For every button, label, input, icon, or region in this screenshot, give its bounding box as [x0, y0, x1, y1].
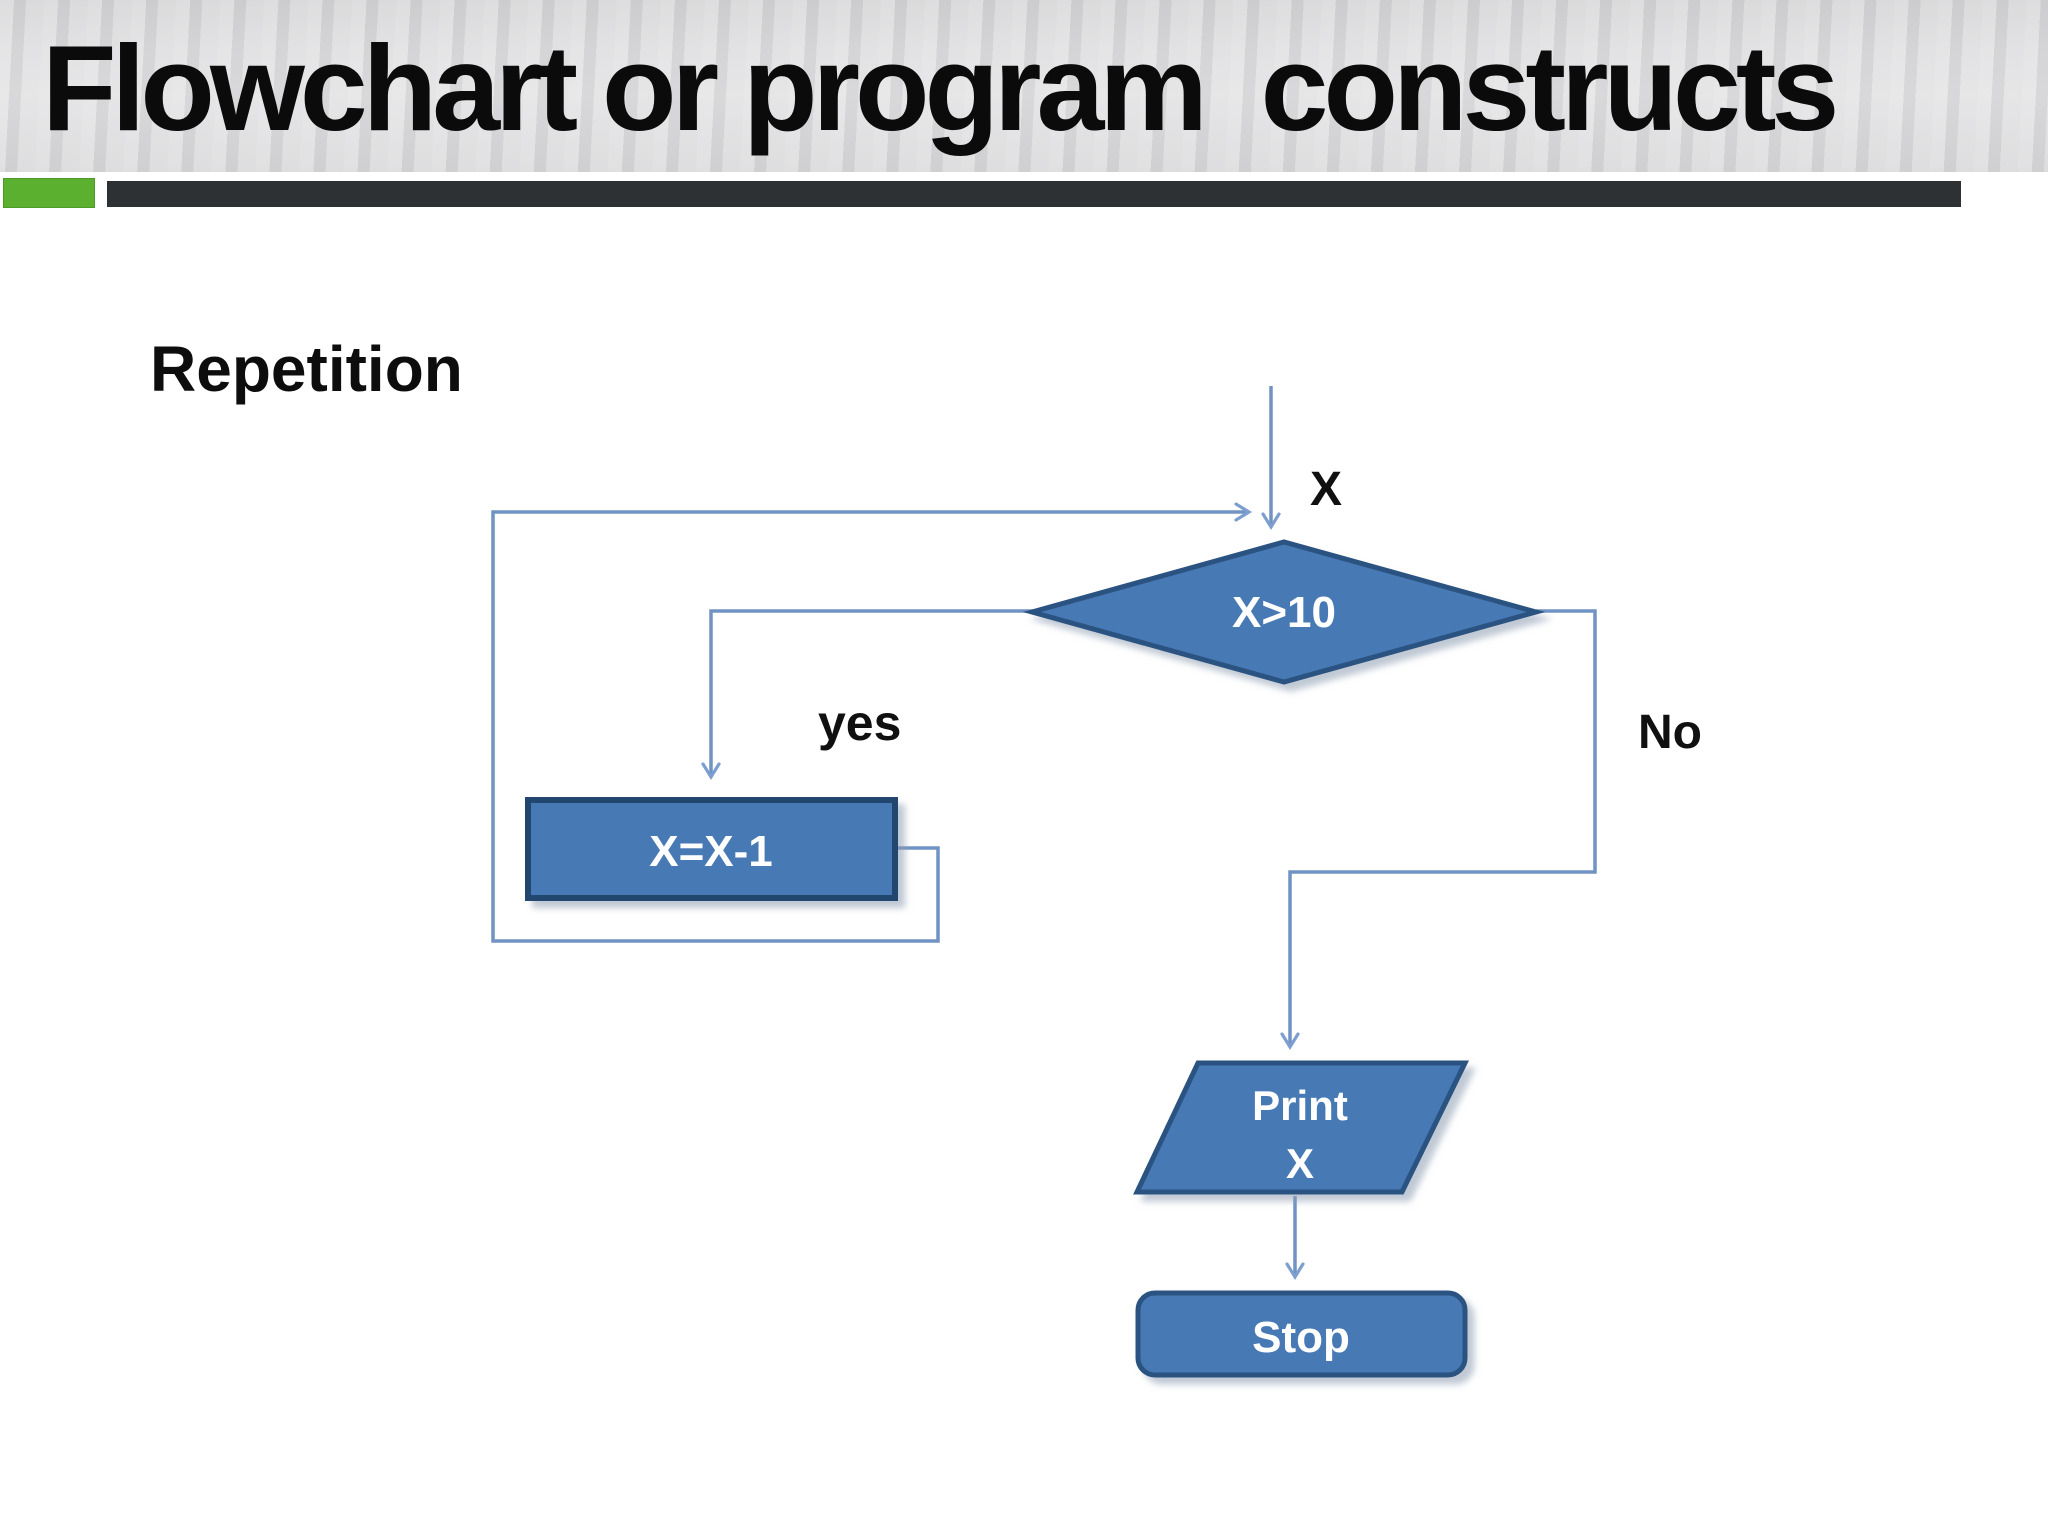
output-parallelogram — [1133, 1060, 1470, 1195]
terminator-box — [1135, 1290, 1468, 1378]
loop-back-connector — [491, 502, 1253, 943]
green-accent-bar — [3, 178, 95, 208]
dark-accent-bar — [107, 181, 1961, 207]
output-label-line2: X — [1286, 1140, 1314, 1187]
terminator-label: Stop — [1252, 1313, 1350, 1362]
process-box — [525, 797, 898, 901]
no-connector — [1280, 609, 1597, 1051]
section-label: Repetition — [150, 333, 463, 405]
slide-header: Flowchart or program constructs — [0, 0, 2048, 172]
decision-label: X>10 — [1232, 588, 1336, 637]
yes-connector — [701, 609, 1033, 781]
process-label: X=X-1 — [649, 827, 773, 876]
yes-branch-label: yes — [818, 695, 901, 751]
decision-diamond — [1022, 539, 1546, 685]
slide-title: Flowchart or program constructs — [42, 20, 1839, 156]
output-label-line1: Print — [1252, 1082, 1348, 1129]
no-branch-label: No — [1638, 706, 1702, 759]
entry-variable-label: X — [1310, 463, 1342, 516]
